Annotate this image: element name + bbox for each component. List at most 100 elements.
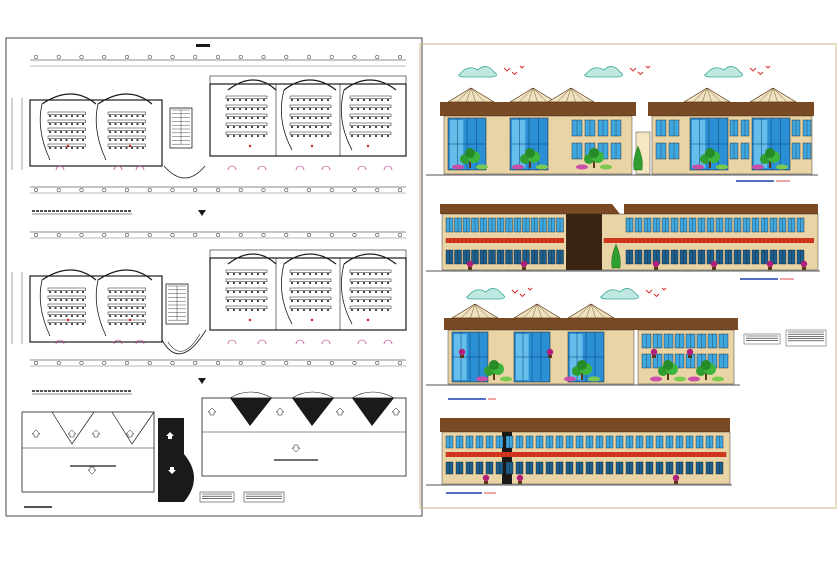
shrub-ball xyxy=(546,348,554,356)
chair xyxy=(257,126,259,128)
chair xyxy=(363,282,365,284)
chair xyxy=(327,282,329,284)
chair xyxy=(297,135,299,137)
chair xyxy=(49,131,51,133)
desk-row xyxy=(289,305,332,309)
chair xyxy=(142,123,144,125)
chair xyxy=(321,108,323,110)
chair xyxy=(375,108,377,110)
grid-bubble xyxy=(56,232,61,238)
roof-rib xyxy=(590,303,596,319)
chair xyxy=(136,307,139,309)
desk-row xyxy=(349,278,392,282)
tree-crown xyxy=(525,148,535,158)
chair xyxy=(131,307,133,309)
chair xyxy=(363,291,365,293)
roof-plan xyxy=(21,391,407,508)
door-swing xyxy=(227,165,237,171)
grid-bubble xyxy=(56,54,61,60)
planter xyxy=(548,355,552,358)
tree-trunk xyxy=(667,372,669,380)
roof-rib xyxy=(706,87,712,103)
chair xyxy=(315,291,317,293)
tree-trunk xyxy=(469,160,471,168)
shrub-ball xyxy=(520,260,528,268)
roof-rib xyxy=(536,303,542,319)
chair xyxy=(291,135,293,137)
desk-row xyxy=(289,131,332,135)
chair xyxy=(257,300,259,302)
shrub-ball xyxy=(710,260,718,268)
grid-bubble xyxy=(329,54,334,60)
fixture-dot xyxy=(66,144,70,148)
chair xyxy=(315,117,317,119)
grid-bubble xyxy=(375,360,380,366)
chair xyxy=(251,291,253,293)
chair xyxy=(357,135,359,137)
chair xyxy=(387,99,389,101)
grid-bubble xyxy=(193,360,198,366)
chair xyxy=(76,323,79,325)
chair xyxy=(387,108,389,110)
chair xyxy=(263,99,265,101)
door-swing xyxy=(55,165,65,171)
chair xyxy=(381,300,383,302)
chair xyxy=(257,309,259,311)
chair xyxy=(387,300,389,302)
desk-row xyxy=(289,113,332,117)
chair xyxy=(142,299,144,301)
chair xyxy=(263,309,265,311)
shrub xyxy=(536,164,548,170)
planter xyxy=(468,267,472,270)
chair xyxy=(309,309,311,311)
chair xyxy=(381,282,383,284)
grid-bubble xyxy=(261,232,266,238)
chair xyxy=(291,282,293,284)
fixture-dot xyxy=(248,318,252,322)
shrub xyxy=(650,376,662,382)
grid-bubble xyxy=(284,360,289,366)
chair xyxy=(297,309,299,311)
bird-marks xyxy=(511,287,533,298)
shrub xyxy=(452,164,464,170)
chair xyxy=(109,323,111,325)
chair xyxy=(233,282,235,284)
chair xyxy=(303,300,305,302)
chair xyxy=(351,291,353,293)
chair xyxy=(351,300,353,302)
chair xyxy=(303,282,305,284)
desk-row xyxy=(47,319,86,323)
chair xyxy=(387,282,389,284)
cypress-tree xyxy=(611,243,621,269)
chair xyxy=(315,135,317,137)
desk-row xyxy=(289,95,332,99)
chair xyxy=(131,131,133,133)
grid-bubble xyxy=(397,187,403,193)
chair xyxy=(125,131,128,133)
grid-bubble xyxy=(102,187,107,193)
chair xyxy=(351,273,353,275)
slope-arrow-up xyxy=(31,429,41,438)
chair xyxy=(60,139,62,141)
chair xyxy=(369,99,371,101)
chair xyxy=(227,108,229,110)
chair xyxy=(239,117,241,119)
chair xyxy=(65,115,68,117)
chair xyxy=(82,299,84,301)
chair xyxy=(315,300,317,302)
chair xyxy=(381,291,383,293)
desk-row xyxy=(349,95,392,99)
tree-trunk xyxy=(593,160,595,168)
slope-arrow-up xyxy=(391,407,401,416)
slope-arrow-up xyxy=(335,407,345,416)
chair xyxy=(65,299,68,301)
door-swing xyxy=(383,165,393,171)
grid-bubble xyxy=(284,232,289,238)
chair xyxy=(71,139,73,141)
chair xyxy=(375,126,377,128)
right-sheet xyxy=(419,43,837,509)
desk-row xyxy=(225,278,268,282)
chair xyxy=(142,139,144,141)
slope-arrow-up xyxy=(125,429,135,438)
chair xyxy=(351,309,353,311)
